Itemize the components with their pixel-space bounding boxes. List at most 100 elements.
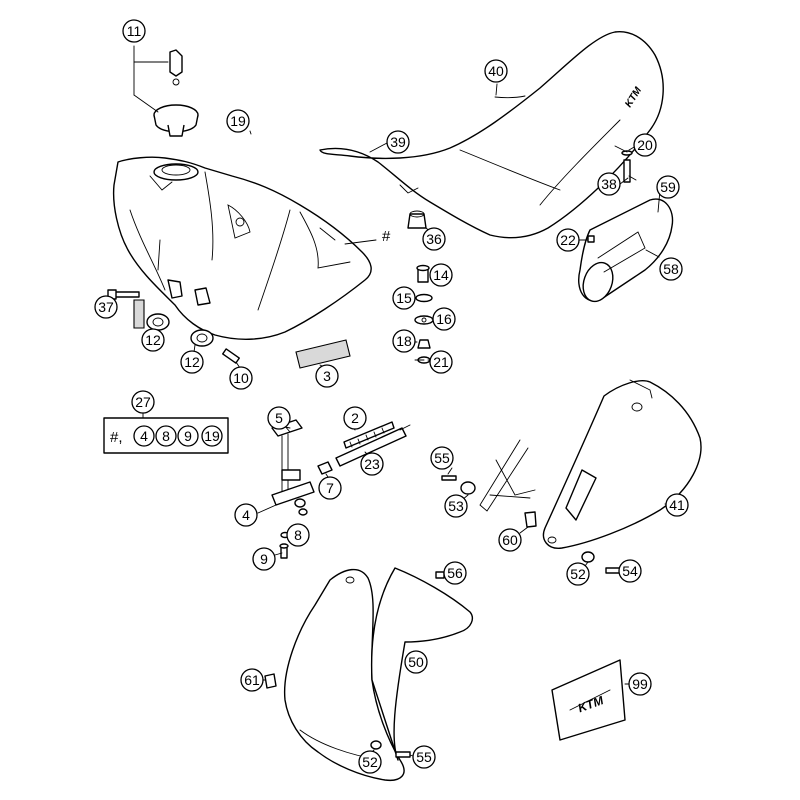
- sticker-3: [295, 339, 351, 369]
- callout-18: 18: [392, 329, 416, 353]
- radiator-shroud: [264, 567, 473, 782]
- callout-21: 21: [429, 350, 453, 374]
- callout-61: 61: [240, 668, 264, 692]
- svg-text:2: 2: [351, 410, 359, 426]
- callout-20: 20: [633, 133, 657, 157]
- svg-text:22: 22: [560, 232, 576, 248]
- callout-23: 23: [360, 452, 384, 476]
- svg-text:55: 55: [434, 450, 450, 466]
- kit-item-9: 9: [184, 428, 192, 444]
- grommet-12b: [190, 329, 214, 347]
- svg-text:37: 37: [98, 299, 114, 315]
- callout-38: 38: [597, 172, 621, 196]
- callout-54: 54: [618, 559, 642, 583]
- svg-text:41: 41: [669, 497, 685, 513]
- svg-text:18: 18: [396, 333, 412, 349]
- callout-99: 99: [628, 672, 652, 696]
- kit-item-4: 4: [140, 428, 148, 444]
- callout-41: 41: [665, 493, 689, 517]
- callout-58: 58: [659, 257, 683, 281]
- svg-text:52: 52: [362, 754, 378, 770]
- callout-36: 36: [422, 227, 446, 251]
- svg-text:7: 7: [326, 480, 334, 496]
- svg-text:4: 4: [242, 507, 250, 523]
- svg-text:15: 15: [396, 290, 412, 306]
- bolt-10: [222, 348, 240, 364]
- screw-9: [279, 543, 289, 559]
- svg-text:3: 3: [323, 368, 331, 384]
- svg-text:61: 61: [244, 672, 260, 688]
- tank-cap: [133, 45, 199, 137]
- callout-60: 60: [498, 528, 522, 552]
- svg-text:20: 20: [637, 137, 653, 153]
- callout-50: 50: [404, 650, 428, 674]
- frame-fragment: [441, 439, 536, 512]
- fuel-hose: [343, 421, 395, 449]
- svg-text:50: 50: [408, 654, 424, 670]
- svg-text:58: 58: [663, 261, 679, 277]
- svg-text:36: 36: [426, 231, 442, 247]
- callout-7: 7: [318, 476, 342, 500]
- svg-text:19: 19: [230, 113, 246, 129]
- callout-9: 9: [252, 547, 276, 571]
- callout-39: 39: [386, 130, 410, 154]
- svg-text:10: 10: [233, 370, 249, 386]
- kit-item-19: 19: [204, 428, 220, 444]
- svg-text:16: 16: [436, 311, 452, 327]
- callout-56: 56: [443, 561, 467, 585]
- svg-text:21: 21: [433, 354, 449, 370]
- callout-16: 16: [432, 307, 456, 331]
- callout-19: 19: [226, 109, 250, 133]
- svg-text:14: 14: [433, 267, 449, 283]
- seat: KTM: [319, 31, 664, 239]
- callout-5: 5: [267, 406, 291, 430]
- callout-55b: 55: [412, 745, 436, 769]
- callout-11: 11: [122, 19, 146, 43]
- tool-bag: [569, 189, 674, 303]
- svg-text:59: 59: [660, 179, 676, 195]
- svg-text:12: 12: [145, 332, 161, 348]
- callout-4: 4: [234, 503, 258, 527]
- grommet-12a: [146, 313, 170, 331]
- callout-8: 8: [286, 523, 310, 547]
- svg-text:9: 9: [260, 551, 268, 567]
- callout-10: 10: [229, 366, 253, 390]
- callout-12b: 12: [180, 350, 204, 374]
- callout-12a: 12: [141, 328, 165, 352]
- svg-text:39: 39: [390, 134, 406, 150]
- fuel-filter: [335, 424, 411, 467]
- callout-40: 40: [484, 59, 508, 83]
- bolt-37: [107, 289, 145, 329]
- hose-clip: [317, 461, 333, 475]
- fuel-tank: #: [112, 156, 391, 340]
- side-cover: [524, 379, 702, 574]
- seat-screw: [621, 145, 637, 183]
- tank-hardware: [414, 264, 434, 364]
- kit-item-8: 8: [162, 428, 170, 444]
- svg-text:5: 5: [275, 410, 283, 426]
- callout-14: 14: [429, 263, 453, 287]
- ktm-decal: KTM: [551, 659, 626, 741]
- tank-hash-mark: #: [382, 228, 391, 245]
- kit-hash: #,: [110, 429, 123, 446]
- callout-3: 3: [315, 364, 339, 388]
- svg-text:60: 60: [502, 532, 518, 548]
- svg-text:27: 27: [135, 394, 151, 410]
- svg-text:11: 11: [127, 23, 142, 39]
- svg-text:12: 12: [184, 354, 200, 370]
- callout-59: 59: [656, 175, 680, 199]
- callout-2: 2: [343, 406, 367, 430]
- callout-53: 53: [444, 494, 468, 518]
- svg-text:52: 52: [570, 566, 586, 582]
- svg-text:53: 53: [448, 498, 464, 514]
- svg-text:54: 54: [622, 563, 638, 579]
- svg-text:23: 23: [364, 456, 380, 472]
- svg-text:55: 55: [416, 749, 432, 765]
- callout-52b: 52: [358, 750, 382, 774]
- svg-text:8: 8: [294, 527, 302, 543]
- svg-text:40: 40: [488, 63, 504, 79]
- svg-text:99: 99: [632, 676, 648, 692]
- callout-22: 22: [556, 228, 580, 252]
